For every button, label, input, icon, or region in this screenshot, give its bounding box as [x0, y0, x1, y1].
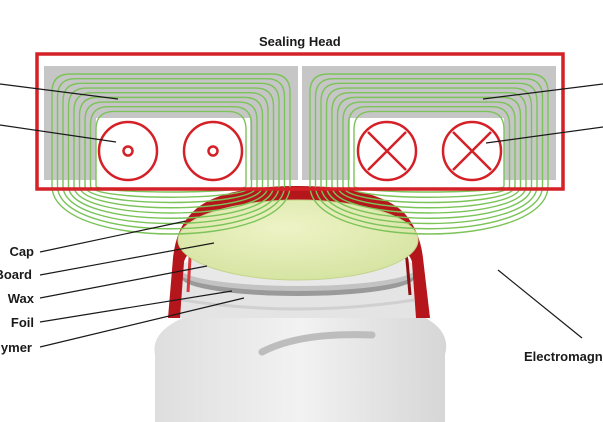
field-lines-inner — [51, 73, 549, 186]
field-line — [89, 106, 253, 186]
field-line — [67, 87, 275, 186]
cap-label: Cap — [9, 244, 34, 259]
field-line — [62, 82, 280, 186]
callout-electromagnetic — [497, 269, 583, 339]
callout-coil-left — [0, 124, 117, 143]
field-line — [73, 92, 269, 186]
field-line — [320, 185, 538, 225]
field-line — [347, 106, 511, 186]
electromagnetic-label: Electromagne — [524, 349, 603, 364]
field-line — [95, 110, 247, 186]
current-out-of-page-icon — [182, 120, 244, 182]
current-into-page-icon — [441, 120, 503, 182]
field-line — [353, 110, 505, 186]
left-core — [44, 66, 298, 180]
field-line — [84, 101, 258, 186]
sealing-head — [35, 52, 565, 191]
board-label: Board — [0, 267, 32, 282]
callout-foil — [39, 290, 233, 323]
sealing-head-frame — [35, 52, 565, 191]
callout-cap — [39, 220, 187, 253]
polymer-label: lymer — [0, 340, 32, 355]
field-line — [51, 73, 291, 186]
field-line — [331, 92, 527, 186]
callout-coil-right — [485, 126, 603, 144]
callout-lines — [0, 83, 603, 348]
coils — [97, 120, 503, 182]
field-line — [336, 96, 522, 186]
field-line — [320, 82, 538, 186]
callout-polymer — [39, 297, 245, 348]
field-line — [67, 185, 275, 219]
field-line — [342, 185, 516, 204]
current-out-of-page-icon — [97, 120, 159, 182]
callout-board — [39, 242, 215, 276]
field-line — [56, 185, 286, 230]
field-line — [62, 185, 280, 225]
jar-shoulder-highlight — [258, 331, 376, 356]
right-core — [302, 66, 556, 180]
field-line — [73, 185, 269, 214]
jar-neck-thread — [181, 298, 415, 311]
callout-core-right — [482, 83, 603, 100]
field-line — [314, 185, 544, 230]
sealing-head-title: Sealing Head — [259, 34, 341, 49]
field-line — [336, 185, 522, 209]
current-into-page-icon — [356, 120, 418, 182]
field-line — [314, 77, 544, 186]
field-line — [78, 96, 264, 186]
field-line — [309, 73, 549, 186]
foil-label: Foil — [10, 315, 34, 330]
board-disc — [177, 199, 419, 281]
callout-wax — [39, 265, 208, 299]
field-line — [51, 185, 291, 235]
jar-body — [154, 315, 447, 422]
wax-label: Wax — [7, 291, 34, 306]
field-line — [331, 185, 527, 214]
field-line — [78, 185, 264, 209]
field-line — [325, 87, 533, 186]
field-line — [325, 185, 533, 219]
callout-core-left — [0, 83, 119, 100]
field-line — [56, 77, 286, 186]
field-line — [309, 185, 549, 235]
field-line — [342, 101, 516, 186]
field-line — [84, 185, 258, 204]
